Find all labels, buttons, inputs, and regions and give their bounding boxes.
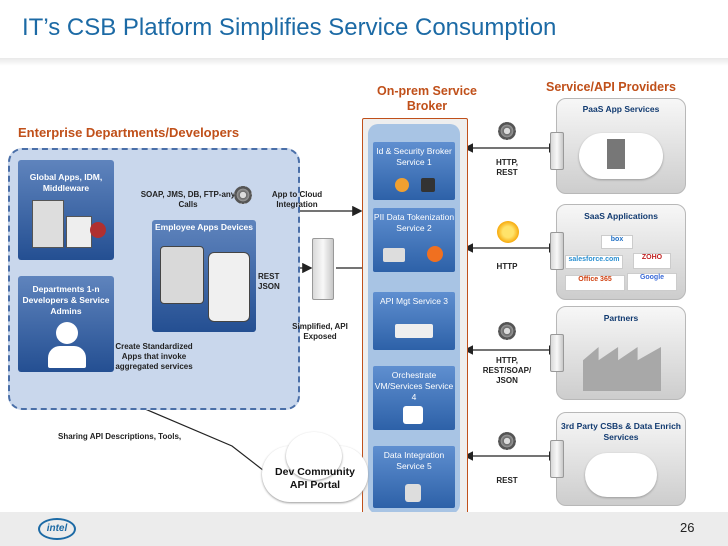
- global-apps-box: Global Apps, IDM, Middleware: [18, 160, 114, 260]
- service-label-2: PII Data Tokenization Service 2: [373, 212, 455, 233]
- provider-saas: SaaS Applications box salesforce.com ZOH…: [556, 204, 686, 300]
- intel-logo: intel: [38, 518, 76, 540]
- simplified-api-label: Simplified, API Exposed: [292, 322, 348, 341]
- provider-paas: PaaS App Services: [556, 98, 686, 194]
- provider-label-1: PaaS App Services: [582, 104, 660, 114]
- onprem-section-label: On-prem Service Broker: [376, 84, 478, 113]
- create-apps-label: Create Standardized Apps that invoke agg…: [115, 342, 193, 371]
- tablet-icon: [160, 246, 204, 304]
- gear-icon: [498, 322, 516, 340]
- server-icon: [607, 139, 625, 169]
- departments-label: Departments 1-n Developers & Service Adm…: [22, 284, 110, 316]
- person-body-icon: [48, 346, 86, 368]
- card-icon: [383, 248, 405, 262]
- rest-json-label: REST JSON: [258, 272, 280, 291]
- protocol-label-1: HTTP, REST: [495, 158, 519, 177]
- sun-icon: [497, 221, 519, 243]
- zoho-logo: ZOHO: [633, 253, 671, 269]
- person-head-icon: [56, 322, 78, 344]
- service-box-4: Orchestrate VM/Services Service 4: [373, 366, 455, 430]
- providers-section-label: Service/API Providers: [546, 80, 676, 94]
- gear-icon: [234, 186, 252, 204]
- provider-label-3: Partners: [603, 313, 639, 323]
- protocol-label-4: REST: [496, 476, 518, 485]
- service-box-2: PII Data Tokenization Service 2: [373, 208, 455, 272]
- footer-bar: [0, 512, 728, 546]
- network-icon: [90, 222, 106, 238]
- box-logo: box: [601, 235, 633, 249]
- provider-connector-icon: [550, 440, 564, 478]
- soap-calls-label: SOAP, JMS, DB, FTP-any Calls: [140, 190, 236, 209]
- factory-icon: [583, 347, 661, 391]
- portal-cloud-icon: [262, 432, 368, 502]
- gear-icon: [498, 122, 516, 140]
- dev-portal-label: Dev Community API Portal: [275, 466, 355, 491]
- protocol-label-3: HTTP, REST/SOAP/ JSON: [482, 356, 532, 385]
- gear-icon: [498, 432, 516, 450]
- service-label-1: Id & Security Broker Service 1: [376, 146, 452, 167]
- service-label-5: Data Integration Service 5: [383, 450, 445, 471]
- service-label-4: Orchestrate VM/Services Service 4: [374, 370, 454, 402]
- provider-connector-icon: [550, 232, 564, 270]
- title-divider: [0, 58, 728, 66]
- smartphone-icon: [208, 252, 250, 322]
- database-icon: [66, 216, 92, 248]
- employee-apps-label: Employee Apps Devices: [155, 222, 253, 232]
- token-icon: [427, 246, 443, 262]
- cloud-integration-label: App to Cloud Integration: [271, 190, 323, 209]
- salesforce-logo: salesforce.com: [565, 255, 623, 269]
- provider-3rdparty: 3rd Party CSBs & Data Enrich Services: [556, 412, 686, 506]
- google-logo: Google: [627, 273, 677, 291]
- service-box-3: API Mgt Service 3: [373, 292, 455, 350]
- provider-connector-icon: [550, 334, 564, 372]
- provider-label-2: SaaS Applications: [584, 211, 658, 221]
- service-box-5: Data Integration Service 5: [373, 446, 455, 508]
- page-number: 26: [680, 520, 695, 535]
- global-apps-label: Global Apps, IDM, Middleware: [29, 172, 103, 193]
- provider-connector-icon: [550, 132, 564, 170]
- orchestrate-icon: [403, 406, 423, 424]
- provider-partners: Partners: [556, 306, 686, 400]
- cloud-icon: [585, 453, 657, 497]
- service-box-1: Id & Security Broker Service 1: [373, 142, 455, 200]
- database-icon: [405, 484, 421, 502]
- user-icon: [395, 178, 409, 192]
- employee-apps-box: Employee Apps Devices: [152, 220, 256, 332]
- sharing-label: Sharing API Descriptions, Tools,: [58, 432, 182, 441]
- departments-box: Departments 1-n Developers & Service Adm…: [18, 276, 114, 372]
- provider-label-4: 3rd Party CSBs & Data Enrich Services: [561, 421, 681, 442]
- lock-icon: [421, 178, 435, 192]
- api-connector-icon: [312, 238, 334, 300]
- server-icon: [32, 200, 64, 248]
- office365-logo: Office 365: [565, 275, 625, 291]
- service-label-3: API Mgt Service 3: [379, 296, 449, 306]
- enterprise-section-label: Enterprise Departments/Developers: [18, 125, 240, 140]
- protocol-label-2: HTTP: [496, 262, 518, 271]
- page-title: IT’s CSB Platform Simplifies Service Con…: [22, 14, 557, 41]
- api-plug-icon: [395, 324, 433, 338]
